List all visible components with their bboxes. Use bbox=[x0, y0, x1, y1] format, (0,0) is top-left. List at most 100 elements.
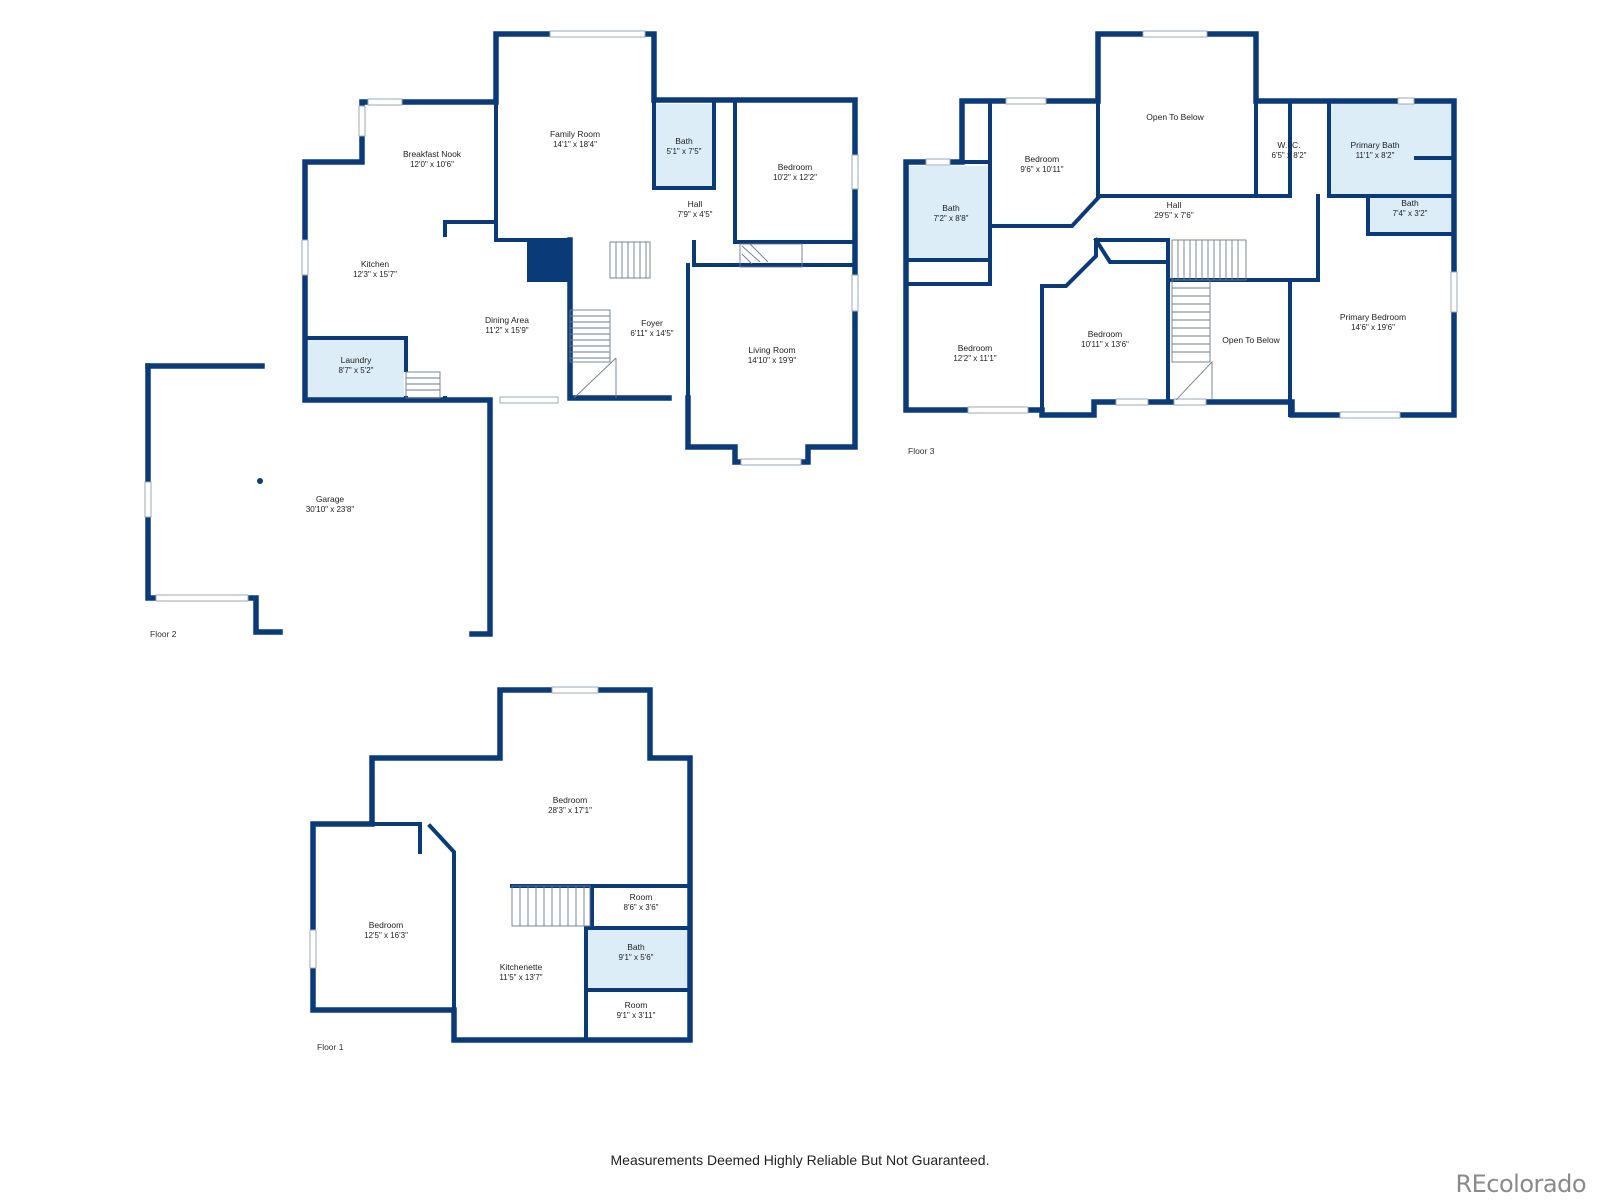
window bbox=[155, 594, 249, 602]
room-name: Bedroom bbox=[1025, 154, 1060, 164]
room-name: W.I.C. bbox=[1277, 140, 1300, 150]
floor-2-plan: Breakfast Nook 12'0" x 10'6" Family Room… bbox=[144, 30, 859, 639]
window bbox=[1173, 398, 1207, 406]
room-name: Kitchenette bbox=[500, 962, 543, 972]
window bbox=[309, 929, 317, 969]
room-name: Primary Bath bbox=[1350, 140, 1399, 150]
window bbox=[740, 458, 802, 466]
bath-fill bbox=[908, 166, 988, 260]
floor-label: Floor 3 bbox=[908, 446, 935, 456]
room-dimensions: 10'11" x 13'6" bbox=[1081, 340, 1129, 349]
floor-1-interior-walls bbox=[311, 822, 692, 1042]
window bbox=[1339, 411, 1401, 419]
room-dimensions: 10'2" x 12'2" bbox=[773, 173, 817, 182]
room-dimensions: 9'1" x 5'6" bbox=[619, 953, 654, 962]
room-name: Foyer bbox=[641, 318, 663, 328]
room-name: Bath bbox=[942, 203, 960, 213]
disclaimer-text: Measurements Deemed Highly Reliable But … bbox=[610, 1152, 990, 1168]
window bbox=[1450, 271, 1458, 313]
room-name: Open To Below bbox=[1222, 335, 1280, 345]
floor-1-plan: Bedroom 28'3" x 17'1" Room 8'6" x 3'6" B… bbox=[309, 686, 693, 1052]
floor-label: Floor 2 bbox=[150, 629, 177, 639]
room-dimensions: 8'6" x 3'6" bbox=[624, 903, 659, 912]
floor-drain bbox=[257, 478, 263, 484]
stairs bbox=[511, 885, 591, 927]
room-name: Bedroom bbox=[778, 162, 813, 172]
room-dimensions: 29'5" x 7'6" bbox=[1154, 211, 1194, 220]
room-dimensions: 8'7" x 5'2" bbox=[339, 366, 374, 375]
room-dimensions: 7'9" x 4'5" bbox=[678, 210, 713, 219]
window bbox=[1142, 30, 1208, 38]
floor-label: Floor 1 bbox=[317, 1042, 344, 1052]
room-name: Primary Bedroom bbox=[1340, 312, 1406, 322]
room-name: Garage bbox=[316, 494, 345, 504]
room-name: Kitchen bbox=[361, 259, 390, 269]
room-name: Breakfast Nook bbox=[403, 149, 462, 159]
room-dimensions: 5'1" x 7'5" bbox=[667, 147, 702, 156]
room-dimensions: 9'6" x 10'11" bbox=[1020, 165, 1063, 174]
window bbox=[301, 239, 309, 276]
room-dimensions: 11'5" x 13'7" bbox=[499, 973, 542, 982]
floor-3-plan: Open To Below Bedroom 9'6" x 10'11" W.I.… bbox=[903, 30, 1458, 456]
window bbox=[549, 30, 646, 38]
window bbox=[925, 158, 951, 166]
room-dimensions: 6'5" x 8'2" bbox=[1272, 151, 1307, 160]
room-name: Room bbox=[630, 892, 653, 902]
laundry-fill bbox=[308, 340, 404, 398]
window bbox=[358, 105, 366, 137]
room-dimensions: 28'3" x 17'1" bbox=[548, 806, 592, 815]
bath-fill bbox=[654, 104, 714, 186]
window bbox=[1115, 398, 1149, 406]
window bbox=[144, 481, 152, 518]
room-name: Bath bbox=[1401, 198, 1419, 208]
room-name: Laundry bbox=[341, 355, 372, 365]
floor-3-outer-wall bbox=[903, 31, 1457, 418]
primary-bath-fill bbox=[1329, 102, 1454, 194]
room-name: Bath bbox=[675, 136, 693, 146]
bath-fill bbox=[1368, 196, 1452, 232]
room-dimensions: 9'1" x 3'11" bbox=[617, 1011, 656, 1020]
window bbox=[499, 396, 559, 404]
room-name: Living Room bbox=[748, 345, 795, 355]
room-dimensions: 7'4" x 3'2" bbox=[1393, 209, 1428, 218]
room-dimensions: 7'2" x 8'8" bbox=[934, 214, 969, 223]
floor-3-interior-walls bbox=[904, 32, 1456, 417]
room-dimensions: 12'2" x 11'1" bbox=[953, 354, 996, 363]
room-name: Open To Below bbox=[1146, 112, 1204, 122]
garage-wall bbox=[145, 363, 283, 635]
room-name: Bedroom bbox=[369, 920, 404, 930]
room-dimensions: 14'6" x 19'6" bbox=[1351, 323, 1395, 332]
window bbox=[367, 98, 403, 106]
room-dimensions: 11'2" x 15'9" bbox=[485, 326, 528, 335]
room-name: Hall bbox=[1167, 200, 1182, 210]
room-name: Bedroom bbox=[958, 343, 993, 353]
room-name: Bedroom bbox=[553, 795, 588, 805]
room-dimensions: 12'3" x 15'7" bbox=[353, 270, 397, 279]
room-name: Dining Area bbox=[485, 315, 529, 325]
bath-fill bbox=[587, 930, 688, 989]
window bbox=[851, 154, 859, 190]
room-dimensions: 11'1" x 8'2" bbox=[1356, 151, 1395, 160]
stairs bbox=[1171, 239, 1247, 401]
floor-3-labels: Open To Below Bedroom 9'6" x 10'11" W.I.… bbox=[908, 112, 1428, 456]
window bbox=[551, 686, 599, 694]
floor-2-labels: Breakfast Nook 12'0" x 10'6" Family Room… bbox=[150, 129, 817, 639]
room-name: Family Room bbox=[550, 129, 600, 139]
window bbox=[967, 406, 1029, 414]
window bbox=[1397, 97, 1415, 105]
chimney-block bbox=[527, 240, 570, 282]
stairs bbox=[405, 241, 803, 399]
room-name: Bath bbox=[627, 942, 645, 952]
window bbox=[851, 274, 859, 312]
room-name: Hall bbox=[688, 199, 703, 209]
room-dimensions: 30'10" x 23'8" bbox=[306, 505, 354, 514]
room-name: Room bbox=[625, 1000, 648, 1010]
room-name: Bedroom bbox=[1088, 329, 1123, 339]
room-dimensions: 14'10" x 19'9" bbox=[748, 356, 796, 365]
room-dimensions: 12'5" x 16'3" bbox=[364, 931, 408, 940]
room-dimensions: 12'0" x 10'6" bbox=[410, 160, 454, 169]
brand-logo: REcolorado bbox=[1455, 1170, 1586, 1198]
room-dimensions: 6'11" x 14'5" bbox=[630, 329, 673, 338]
floor-1-labels: Bedroom 28'3" x 17'1" Room 8'6" x 3'6" B… bbox=[317, 795, 659, 1052]
